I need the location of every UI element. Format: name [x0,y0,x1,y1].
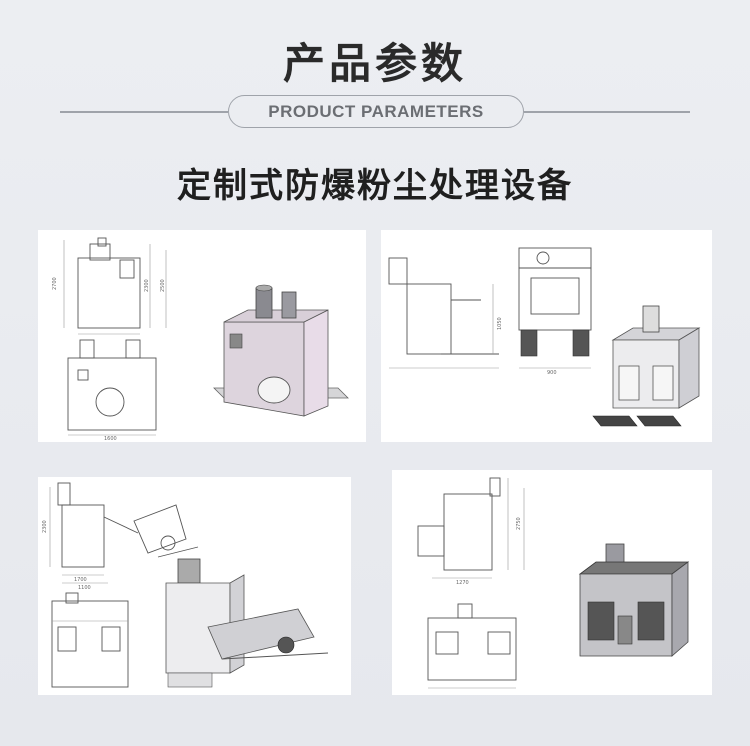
technical-drawing-3: 2300 1700 1100 [42,482,329,688]
product-figure-2: 1050 900 [381,230,712,442]
side-view-drawing [63,237,167,335]
page-title: 产品参数 [282,39,467,88]
title-rule-left [60,111,228,113]
isometric-render-3 [165,558,329,688]
product-figure-4: 2750 1270 [392,470,712,695]
isometric-render-4 [578,543,690,657]
dim-label: 1050 [497,317,503,330]
dim-label: 2700 [52,277,58,290]
technical-drawing-2: 1050 900 [388,247,701,427]
front-view-drawing [67,339,157,436]
isometric-render-2 [592,305,701,427]
front-view-drawing [518,247,592,369]
conveyor-drawing [133,504,199,558]
isometric-render-1 [213,284,349,417]
product-name: 定制式防爆粉尘处理设备 [177,166,573,206]
side-view-drawing [49,482,139,584]
dim-label: 2500 [160,279,166,292]
side-view-drawing [388,257,499,369]
front-view-drawing [51,592,129,688]
dim-label: 1100 [78,585,91,591]
technical-drawing-4: 2750 1270 [417,477,690,689]
dim-label: 1600 [104,436,117,442]
dim-label: 2750 [516,517,522,530]
product-figure-3: 2300 1700 1100 [38,477,351,695]
product-figure-1: 2700 2300 2500 1600 [38,230,366,442]
section-pill: PRODUCT PARAMETERS [228,95,524,128]
dim-label: 900 [547,370,557,376]
dim-label: 2300 [144,279,150,292]
dim-label: 1700 [74,577,87,583]
dim-label: 1270 [456,580,469,586]
title-rule-right [524,111,690,113]
side-view-drawing [417,477,525,579]
front-view-drawing [427,603,517,689]
technical-drawing-1: 2700 2300 2500 1600 [52,237,349,442]
dim-label: 2300 [42,520,48,533]
